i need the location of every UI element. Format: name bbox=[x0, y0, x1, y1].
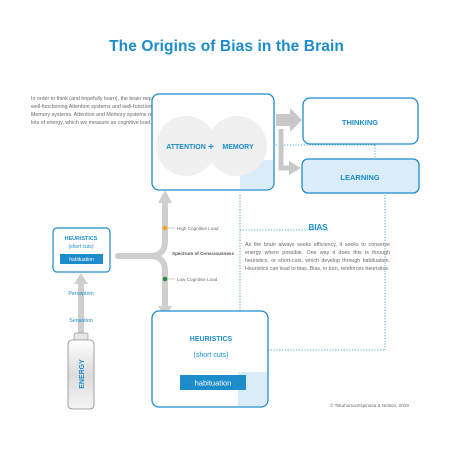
flow-arrows bbox=[276, 108, 302, 175]
sensation-label: Sensation bbox=[69, 318, 93, 324]
perception-arrow: Perception Sensation bbox=[68, 273, 94, 336]
small-heuristics-title: HEURISTICS bbox=[65, 236, 98, 242]
learning-label: LEARNING bbox=[340, 173, 379, 182]
copyright-text: © Tokuhama-Espinosa & Nelson, 2019 bbox=[330, 403, 409, 408]
high-load-dot bbox=[162, 225, 168, 231]
learning-box: LEARNING bbox=[301, 158, 420, 194]
attention-circle bbox=[156, 116, 216, 176]
large-habituation-label: habituation bbox=[195, 379, 232, 388]
large-heuristics-title: HEURISTICS bbox=[190, 336, 233, 343]
memory-circle bbox=[207, 116, 267, 176]
large-heuristics-subtitle: (short cuts) bbox=[193, 352, 228, 359]
energy-battery: ENERGY bbox=[67, 332, 95, 410]
low-load-label: Low Cognitive Load bbox=[177, 277, 218, 282]
thinking-box: THINKING bbox=[302, 97, 419, 145]
attention-memory-box: ATTENTION + MEMORY bbox=[151, 93, 275, 191]
bias-description: As the brain always seeks efficiency, it… bbox=[245, 242, 390, 272]
small-heuristics-subtitle: (short cuts) bbox=[68, 244, 93, 250]
bias-title: BIAS bbox=[308, 223, 328, 232]
arrow-to-learning-head bbox=[289, 161, 301, 175]
spectrum-label: Spectrum of Consciousness bbox=[172, 251, 234, 256]
thinking-label: THINKING bbox=[342, 118, 378, 127]
arrow-to-thinking bbox=[276, 108, 302, 132]
spectrum-up-arrowhead bbox=[158, 190, 172, 203]
arrow-to-learning-shaft bbox=[278, 129, 290, 171]
spectrum-track bbox=[115, 197, 168, 313]
small-heuristics-box: HEURISTICS (short cuts) habituation bbox=[52, 227, 111, 273]
large-heuristics-box: HEURISTICS (short cuts) habituation bbox=[151, 310, 269, 408]
plus-sign: + bbox=[208, 142, 214, 153]
high-load-label: High Cognitive Load bbox=[177, 226, 219, 231]
large-habituation-badge bbox=[180, 375, 246, 390]
dotted-connectors bbox=[239, 144, 386, 351]
small-habituation-label: habituation bbox=[69, 257, 94, 263]
low-load-dot bbox=[162, 276, 168, 282]
diagram-title: The Origins of Bias in the Brain bbox=[109, 38, 344, 55]
attention-label: ATTENTION bbox=[166, 144, 206, 151]
memory-label: MEMORY bbox=[222, 144, 254, 151]
battery-body bbox=[67, 339, 95, 410]
energy-label: ENERGY bbox=[79, 359, 86, 389]
perception-label: Perception bbox=[68, 291, 93, 297]
intro-text: In order to think (and hopefully learn),… bbox=[31, 96, 165, 126]
small-habituation-badge bbox=[60, 254, 103, 264]
